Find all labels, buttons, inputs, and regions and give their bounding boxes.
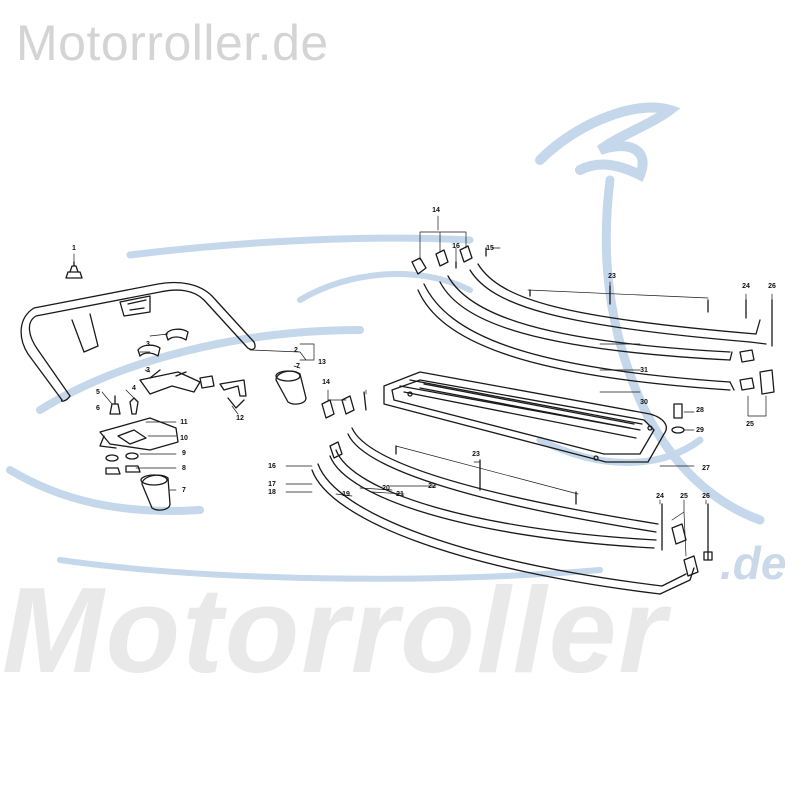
part-label-7: 7 [296,363,300,370]
lower-trim-strips [311,427,695,595]
part-bolt-1 [65,261,83,279]
part-label-26: 26 [702,493,710,500]
part-label-29: 29 [696,427,704,434]
part-label-30: 30 [640,399,648,406]
part-label-7: 7 [182,487,186,494]
watermark-bottom-suffix: .de [720,537,787,589]
part-grip-upper [275,370,307,405]
part-label-3: 3 [146,367,150,374]
floor-mat [383,371,667,463]
part-label-1: 1 [72,245,76,252]
leader-lines [73,215,773,557]
part-label-4: 4 [132,385,136,392]
right-hardware-lower [479,459,713,577]
part-screw-28 [671,403,685,434]
part-clamps [137,328,247,409]
part-label-14: 14 [432,207,440,214]
watermark-bottom: Motorroller [2,562,668,698]
right-hardware-upper [529,285,775,395]
part-bracket-assembly [99,395,179,475]
part-label-23: 23 [472,451,480,458]
lower-clips [321,391,397,459]
part-label-22: 22 [428,483,436,490]
part-label-8: 8 [182,465,186,472]
part-label-17: 17 [268,481,276,488]
part-label-24: 24 [656,493,664,500]
part-label-5: 5 [96,389,100,396]
part-label-20: 20 [382,485,390,492]
part-label-12: 12 [236,415,244,422]
part-grip-lower [140,474,171,511]
top-clips [411,245,487,275]
part-label-31: 31 [640,367,648,374]
part-label-26: 26 [768,283,776,290]
handle-bar [20,281,256,402]
part-label-3: 3 [146,341,150,348]
part-label-11: 11 [180,419,188,426]
part-label-21: 21 [396,491,404,498]
part-label-24: 24 [742,283,750,290]
part-label-23: 23 [608,273,616,280]
part-label-19: 19 [342,491,350,498]
part-label-15: 15 [486,245,494,252]
upper-trim-strips [417,263,767,391]
part-label-10: 10 [180,435,188,442]
part-label-27: 27 [702,465,710,472]
part-label-2: 2 [294,347,298,354]
part-label-16: 16 [268,463,276,470]
part-label-28: 28 [696,407,704,414]
part-label-6: 6 [96,405,100,412]
part-label-9: 9 [182,450,186,457]
part-label-18: 18 [268,489,276,496]
part-label-14: 14 [322,379,330,386]
part-label-25: 25 [680,493,688,500]
part-label-25: 25 [746,421,754,428]
part-label-16: 16 [452,243,460,250]
watermark-top: Motorroller.de [16,15,329,71]
part-label-13: 13 [318,359,326,366]
